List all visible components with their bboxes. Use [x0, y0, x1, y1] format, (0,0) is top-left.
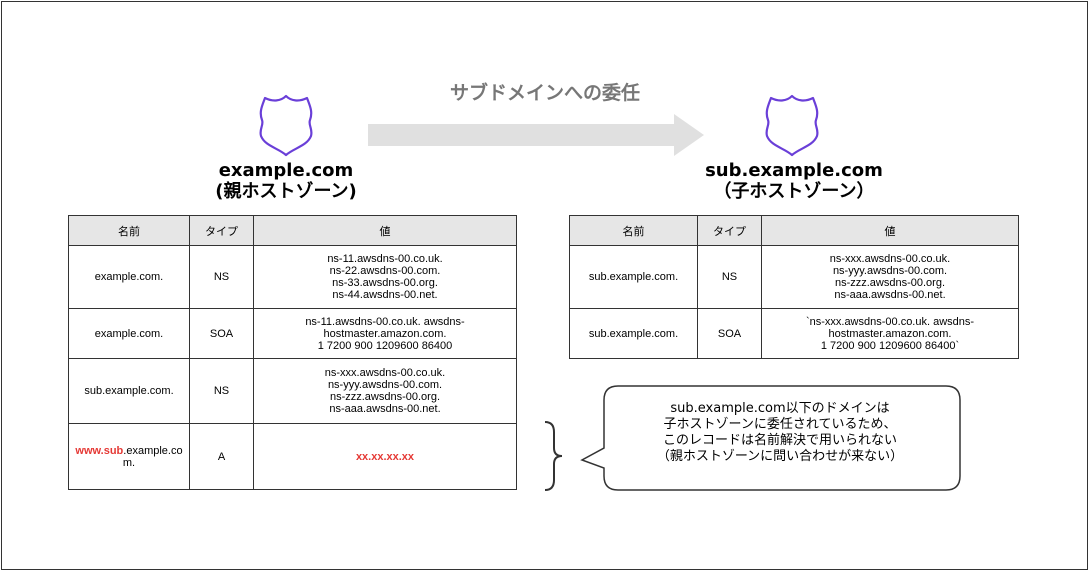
- shield-icon: [259, 94, 313, 157]
- record-value: ns-11.awsdns-00.co.uk. awsdns- hostmaste…: [253, 308, 517, 359]
- child-record-table: 名前 タイプ 値 sub.example.com. NS ns-xxx.awsd…: [569, 215, 1019, 359]
- parent-zone-name: example.com: [218, 160, 354, 181]
- table-row: sub.example.com. NS ns-xxx.awsdns-00.co.…: [68, 358, 517, 424]
- delegation-label: サブドメインへの委任: [449, 82, 640, 104]
- record-type: SOA: [697, 308, 762, 359]
- column-header: 名前: [569, 215, 698, 246]
- column-header: タイプ: [189, 215, 254, 246]
- column-header: タイプ: [697, 215, 762, 246]
- record-value: `ns-xxx.awsdns-00.co.uk. awsdns- hostmas…: [761, 308, 1019, 359]
- column-header: 名前: [68, 215, 190, 246]
- record-type: NS: [697, 245, 762, 309]
- record-name-rest: m.: [122, 456, 136, 469]
- arrow-right-icon: [368, 114, 704, 156]
- shield-icon: [765, 94, 819, 157]
- record-type: NS: [189, 358, 254, 424]
- curly-brace-icon: [544, 421, 563, 491]
- record-name: example.com.: [68, 245, 190, 309]
- parent-zone-title: example.com (親ホストゾーン): [186, 160, 386, 202]
- record-value: ns-xxx.awsdns-00.co.uk. ns-yyy.awsdns-00…: [761, 245, 1019, 309]
- callout-text: sub.example.com以下のドメインは 子ホストゾーンに委任されているた…: [656, 401, 904, 464]
- table-row: example.com. SOA ns-11.awsdns-00.co.uk. …: [68, 308, 517, 359]
- record-value: ns-11.awsdns-00.co.uk. ns-22.awsdns-00.c…: [253, 245, 517, 309]
- record-type: SOA: [189, 308, 254, 359]
- table-row: sub.example.com. NS ns-xxx.awsdns-00.co.…: [569, 245, 1019, 309]
- record-value: ns-xxx.awsdns-00.co.uk. ns-yyy.awsdns-00…: [253, 358, 517, 424]
- parent-record-table: 名前 タイプ 値 example.com. NS ns-11.awsdns-00…: [68, 215, 517, 490]
- record-name-highlight: www.sub: [75, 444, 124, 457]
- table-row: sub.example.com. SOA `ns-xxx.awsdns-00.c…: [569, 308, 1019, 359]
- record-type: NS: [189, 245, 254, 309]
- child-zone-name: sub.example.com: [705, 160, 883, 181]
- table-header-row: 名前 タイプ 値: [68, 215, 517, 246]
- record-name: example.com.: [68, 308, 190, 359]
- table-header-row: 名前 タイプ 値: [569, 215, 1019, 246]
- child-zone-title: sub.example.com （子ホストゾーン）: [684, 160, 904, 202]
- record-type: A: [189, 423, 254, 490]
- record-value: xx.xx.xx.xx: [253, 423, 517, 490]
- column-header: 値: [253, 215, 517, 246]
- record-name: sub.example.com.: [569, 308, 698, 359]
- record-name: sub.example.com.: [569, 245, 698, 309]
- child-zone-subtitle: （子ホストゾーン）: [713, 181, 875, 202]
- callout-bubble: [580, 385, 961, 491]
- column-header: 値: [761, 215, 1019, 246]
- parent-zone-subtitle: (親ホストゾーン): [215, 181, 357, 202]
- record-name-rest: .example.co: [123, 444, 183, 457]
- record-name: sub.example.com.: [68, 358, 190, 424]
- table-row: example.com. NS ns-11.awsdns-00.co.uk. n…: [68, 245, 517, 309]
